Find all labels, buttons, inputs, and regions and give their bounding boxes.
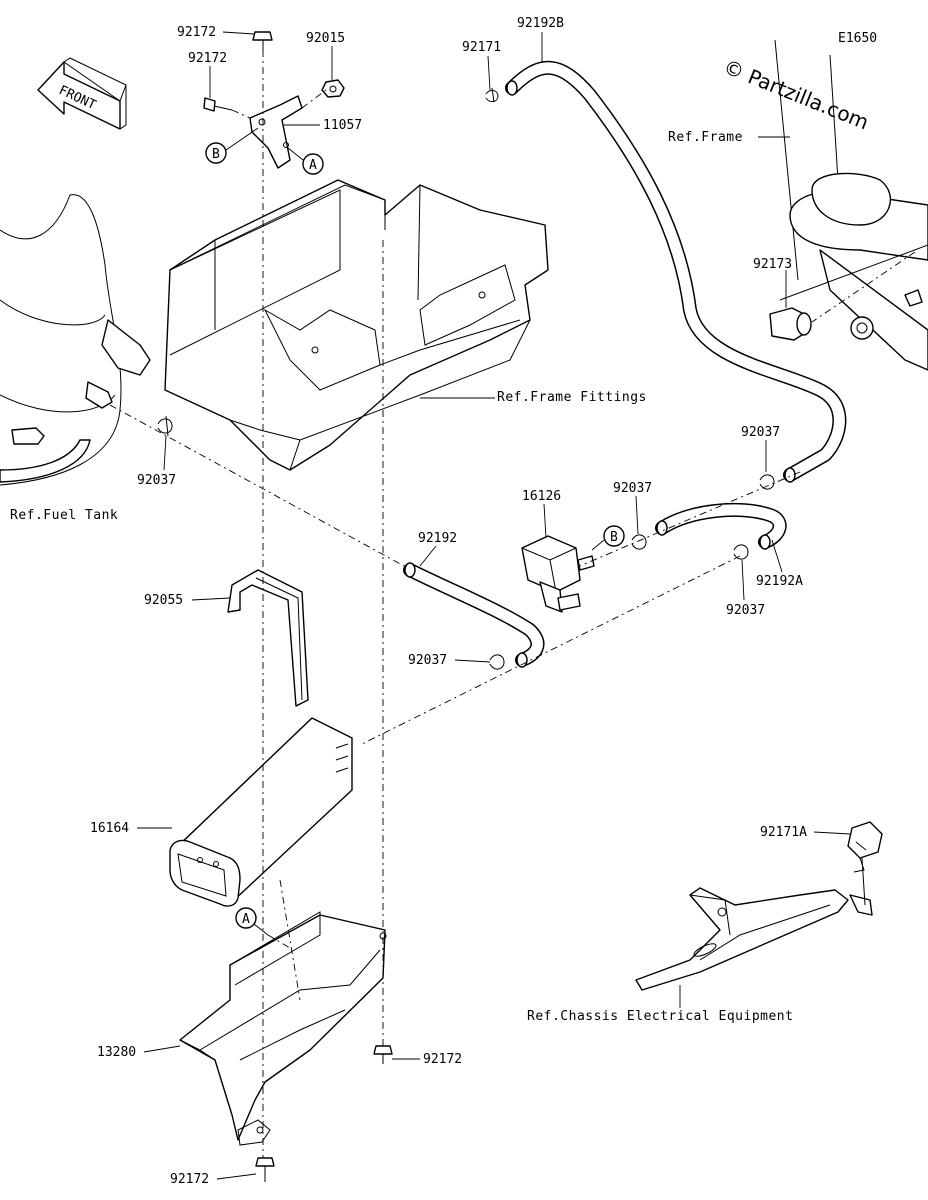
canister-tray-assembly: Ref.Frame Fittings	[164, 179, 647, 471]
svg-text:92192A: 92192A	[756, 574, 803, 589]
part-label-92172-side: 92172	[188, 51, 227, 98]
nut-92015	[321, 79, 345, 98]
svg-text:92171A: 92171A	[760, 825, 807, 840]
svg-text:92172: 92172	[177, 25, 216, 40]
solenoid-valve-16126	[521, 535, 595, 613]
band-92055	[227, 569, 309, 707]
callout-b-top: B	[205, 127, 259, 164]
clamp-92171A	[847, 821, 883, 906]
hose-route-line-2	[579, 471, 801, 567]
svg-text:92172: 92172	[188, 51, 227, 66]
frame-section: Ref.Frame	[668, 39, 928, 371]
svg-text:92192B: 92192B	[517, 16, 564, 31]
svg-text:16126: 16126	[522, 489, 561, 504]
part-label-92172-top: 92172	[177, 25, 255, 40]
canister-16164	[169, 717, 353, 907]
bolt-92172-bottom	[255, 1157, 275, 1182]
grommet-92173	[769, 270, 812, 341]
clamp-92037-valve	[631, 534, 647, 550]
ref-frame-label: Ref.Frame	[668, 130, 743, 145]
assembly-line-nut	[301, 89, 327, 109]
clamp-92171	[485, 87, 499, 103]
bolt-92172-tray-right	[373, 1045, 393, 1064]
part-label-92037-lower: 92037	[408, 653, 491, 668]
diagram-code: E1650	[838, 31, 877, 46]
hose-route-line-1	[109, 404, 405, 567]
svg-text:92037: 92037	[408, 653, 447, 668]
watermark: © Partzilla.com	[720, 54, 872, 134]
svg-text:92037: 92037	[613, 481, 652, 496]
part-label-92192B: 92192B	[517, 16, 564, 62]
hose-92192	[403, 562, 545, 668]
hose-92192A	[655, 502, 787, 550]
hose-92192B	[505, 60, 847, 483]
svg-text:16164: 16164	[90, 821, 129, 836]
part-label-92192: 92192	[418, 531, 457, 567]
clamp-92037-left	[157, 415, 173, 437]
assembly-line-grommet	[811, 251, 916, 323]
part-label-92037-valve: 92037	[613, 481, 652, 535]
svg-text:92172: 92172	[423, 1052, 462, 1067]
part-label-92173: 92173	[753, 257, 792, 272]
ref-fuel-tank-label: Ref.Fuel Tank	[10, 508, 118, 523]
svg-text:92037: 92037	[726, 603, 765, 618]
svg-text:A: A	[242, 912, 250, 927]
bolt-92172-side	[203, 97, 233, 112]
part-label-92055: 92055	[144, 593, 231, 608]
svg-text:13280: 13280	[97, 1045, 136, 1060]
assembly-line-canister	[279, 879, 301, 1001]
clamp-92037-right	[733, 544, 749, 560]
svg-text:92055: 92055	[144, 593, 183, 608]
svg-text:92173: 92173	[753, 257, 792, 272]
bracket-11057	[249, 95, 303, 169]
part-label-92172-tray-right: 92172	[392, 1052, 462, 1067]
part-label-92037-right: 92037	[726, 559, 765, 618]
chassis-bracket: Ref.Chassis Electrical Equipment	[527, 887, 873, 1024]
part-label-92171: 92171	[462, 40, 501, 91]
svg-text:B: B	[212, 147, 220, 162]
callout-b-valve: B	[591, 525, 625, 551]
assembly-line-a	[267, 934, 291, 949]
svg-text:92037: 92037	[741, 425, 780, 440]
part-label-92015: 92015	[306, 31, 345, 80]
tray-13280	[179, 911, 387, 1146]
svg-text:92037: 92037	[137, 473, 176, 488]
part-label-16164: 16164	[90, 821, 172, 836]
ref-frame-fittings-label: Ref.Frame Fittings	[497, 390, 647, 405]
clamp-92037-lower	[489, 654, 505, 670]
part-label-13280: 13280	[97, 1045, 181, 1060]
part-label-16126: 16126	[522, 489, 561, 539]
part-label-92192A: 92192A	[756, 539, 803, 589]
part-label-92171A: 92171A	[760, 825, 851, 840]
callout-a-top: A	[287, 147, 324, 175]
hose-route-line-3	[359, 555, 741, 746]
svg-text:92172: 92172	[170, 1172, 209, 1187]
part-label-92037-left: 92037	[137, 435, 176, 488]
svg-text:92171: 92171	[462, 40, 501, 55]
part-label-92172-bottom: 92172	[170, 1172, 257, 1187]
fuel-tank: Ref.Fuel Tank	[0, 194, 151, 523]
assembly-line-bolt	[231, 109, 251, 119]
front-arrow-icon: FRONT	[37, 57, 127, 130]
svg-text:11057: 11057	[323, 118, 362, 133]
svg-text:B: B	[610, 530, 618, 545]
bolt-92172-top	[252, 31, 273, 50]
part-label-11057: 11057	[284, 118, 362, 133]
clamp-92037-upper-right	[759, 474, 775, 490]
svg-text:92192: 92192	[418, 531, 457, 546]
ref-chassis-electrical-label: Ref.Chassis Electrical Equipment	[527, 1009, 793, 1024]
svg-text:A: A	[309, 158, 317, 173]
callout-a-bottom: A	[235, 907, 269, 936]
part-label-92037-upper-right: 92037	[741, 425, 780, 472]
svg-text:92015: 92015	[306, 31, 345, 46]
